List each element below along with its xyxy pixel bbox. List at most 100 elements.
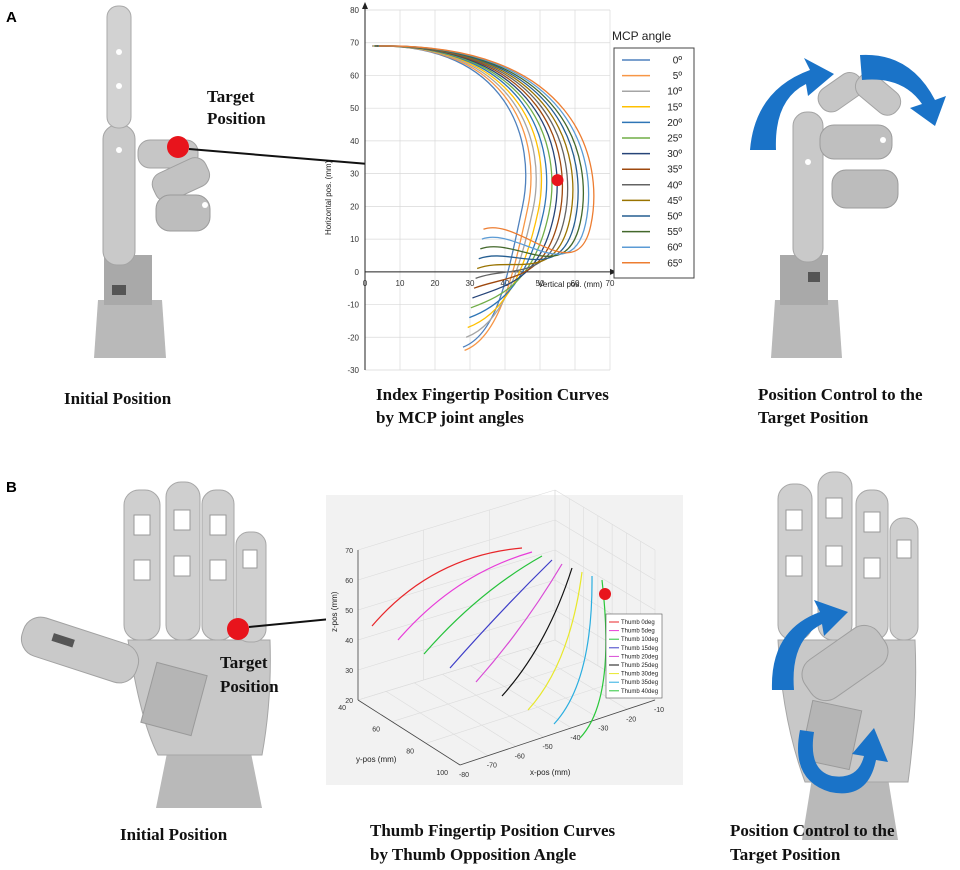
chart-b-series-line <box>423 555 543 655</box>
chart-b-ztick: 40 <box>345 638 353 645</box>
chart-b-wall-grid <box>554 519 656 581</box>
chart-b-target-dot <box>599 588 611 600</box>
panel-a-rotation-arrows <box>750 54 946 150</box>
chart-b-xtick: -30 <box>598 726 608 733</box>
panel-b-target-label-line2: Position <box>220 677 279 696</box>
chart-a-series-line <box>378 45 595 254</box>
chart-a-series-line <box>378 45 590 255</box>
chart-a-legend-label: 45º <box>667 196 682 207</box>
chart-b-legend-label: Thumb 0deg <box>621 620 655 626</box>
chart-b-floor-grid <box>425 679 622 744</box>
chart-b-xtick: -10 <box>654 707 664 714</box>
chart-b-floor-grid <box>498 656 600 719</box>
chart-b-xtick: -60 <box>515 753 525 760</box>
chart-a-xtick: 70 <box>606 279 615 288</box>
chart-a-ytick: 60 <box>350 71 359 80</box>
panel-b-caption-center-line2: by Thumb Opposition Angle <box>370 845 577 864</box>
panel-b-letter: B <box>6 479 17 496</box>
chart-b-legend-label: Thumb 10deg <box>621 637 658 643</box>
panel-a-target-label-line1: Target <box>207 87 255 106</box>
panel-a-target-dot <box>167 136 189 158</box>
chart-a-series-line <box>377 45 584 257</box>
panel-b-chart: 203040506070406080100-80-70-60-50-40-30-… <box>326 489 683 785</box>
chart-b-wall-grid <box>357 549 556 611</box>
chart-a-xtick: 10 <box>396 279 405 288</box>
chart-a-ytick: -30 <box>347 366 359 375</box>
chart-a-legend-label: 10º <box>667 87 682 98</box>
panel-b-controlled-hand-illustration <box>777 471 919 840</box>
chart-b-series-line <box>501 567 573 697</box>
chart-a-legend-label: 55º <box>667 227 682 238</box>
chart-b-axis-edge <box>459 699 656 766</box>
chart-a-xtick: 30 <box>466 279 475 288</box>
chart-b-legend-label: Thumb 20deg <box>621 654 658 660</box>
chart-b-ztick: 50 <box>345 608 353 615</box>
chart-b-xtick: -50 <box>543 744 553 751</box>
panel-a-caption-right-line1: Position Control to the <box>758 385 923 404</box>
chart-a-legend-label: 15º <box>667 102 682 113</box>
chart-b-wall-grid <box>357 609 556 671</box>
chart-a-legend-label: 5º <box>673 71 683 82</box>
chart-b-axis-edge <box>357 699 461 766</box>
chart-a-legend-title: MCP angle <box>612 29 671 43</box>
panel-b-initial-hand-illustration <box>20 481 271 808</box>
chart-b-xtick: -80 <box>459 772 469 779</box>
chart-b-floor-grid <box>526 648 628 710</box>
chart-b-legend-label: Thumb 5deg <box>621 629 655 635</box>
chart-a-series-line <box>377 45 579 261</box>
chart-a-xtick: 0 <box>363 279 368 288</box>
chart-a-xtick: 60 <box>571 279 580 288</box>
chart-a-legend-label: 20º <box>667 118 682 129</box>
chart-b-floor-grid <box>385 691 489 756</box>
chart-a-series-line <box>375 45 558 299</box>
chart-a-ytick: 40 <box>350 137 359 146</box>
panel-a-caption-center-line2: by MCP joint angles <box>376 408 524 427</box>
rotate-arrow-icon-upper <box>771 600 848 690</box>
chart-b-legend-label: Thumb 25deg <box>621 663 658 669</box>
chart-a-ytick: 0 <box>355 268 360 277</box>
chart-a-y-axis-arrow <box>362 2 368 9</box>
chart-b-series-line <box>579 579 607 739</box>
chart-b-floor-grid <box>391 659 589 722</box>
chart-a-xtick: 20 <box>431 279 440 288</box>
chart-a-ytick: 80 <box>350 6 359 15</box>
chart-a-ytick: -10 <box>347 301 359 310</box>
chart-a-ytick: 10 <box>350 235 359 244</box>
chart-b-legend-label: Thumb 35deg <box>621 680 658 686</box>
chart-b-wall-grid <box>357 519 556 581</box>
chart-b-series-line <box>475 563 563 683</box>
chart-b-tick-labels: 203040506070406080100-80-70-60-50-40-30-… <box>338 548 664 779</box>
chart-a-series-line <box>376 45 574 270</box>
chart-b-floor-grid <box>414 682 516 747</box>
chart-a-xlabel: Vertical pos. (mm) <box>538 280 603 289</box>
chart-a-series-line <box>376 45 569 279</box>
chart-b-wall-grid <box>357 639 556 701</box>
chart-a-series-line <box>374 45 553 309</box>
chart-a-legend-label: 30º <box>667 149 682 160</box>
panel-b-caption-right-line2: Target Position <box>730 845 841 864</box>
chart-b-series-line <box>527 571 583 711</box>
chart-b-legend-label: Thumb 15deg <box>621 646 658 652</box>
chart-b-xtick: -40 <box>570 735 580 742</box>
panel-a-letter: A <box>6 9 17 26</box>
chart-b-xtick: -70 <box>487 763 497 770</box>
chart-b-series-line <box>553 575 593 725</box>
chart-b-series-line <box>449 559 553 669</box>
rotate-arrow-icon-lower <box>798 728 888 794</box>
chart-b-ztick: 60 <box>345 578 353 585</box>
chart-b-ytick: 100 <box>436 770 448 777</box>
chart-b-wall-grid <box>554 549 656 611</box>
panel-a-initial-hand-illustration <box>94 5 211 358</box>
chart-a-legend-label: 60º <box>667 243 682 254</box>
chart-a-ytick: 70 <box>350 39 359 48</box>
chart-b-floor-grid <box>442 674 544 738</box>
chart-b-series-line <box>397 551 533 641</box>
chart-b-ztick: 20 <box>345 698 353 705</box>
panel-b-rotation-arrows <box>771 600 888 794</box>
chart-a-legend-label: 65º <box>667 258 682 269</box>
chart-a-legend-label: 35º <box>667 165 682 176</box>
